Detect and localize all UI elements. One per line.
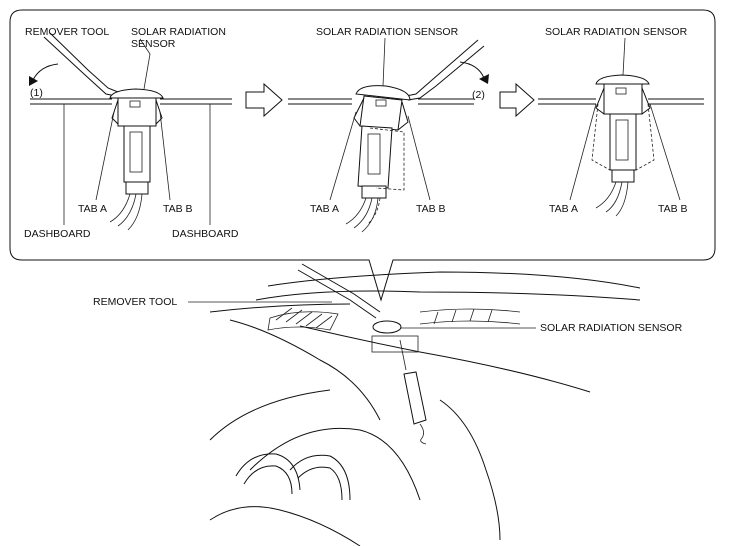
- arrow-head-icon: [479, 74, 489, 84]
- label-remover-tool-top: REMOVER TOOL: [25, 26, 109, 38]
- label-dashboard-left: DASHBOARD: [24, 228, 91, 240]
- panel-step-3: [538, 37, 704, 217]
- label-remover-tool-bottom: REMOVER TOOL: [93, 296, 177, 308]
- label-step-2: (2): [472, 89, 485, 101]
- label-tab-b-3: TAB B: [658, 203, 688, 215]
- label-tab-b-2: TAB B: [416, 203, 446, 215]
- step-arrow-icon-2: [499, 82, 535, 118]
- panel-step-2: [288, 37, 489, 233]
- dashboard-overview: [188, 263, 641, 546]
- label-dashboard-right: DASHBOARD: [172, 228, 239, 240]
- rotate-arrow-icon: [32, 63, 59, 81]
- sensor-location: [372, 320, 402, 334]
- label-sensor-2: SOLAR RADIATION SENSOR: [316, 26, 459, 38]
- label-tab-a-1: TAB A: [78, 203, 107, 215]
- sensor-dome: [109, 88, 164, 99]
- label-tab-a-3: TAB A: [549, 203, 578, 215]
- label-sensor-1-line2: SENSOR: [131, 38, 176, 50]
- label-sensor-bottom: SOLAR RADIATION SENSOR: [540, 322, 683, 334]
- callout-frame: [9, 9, 716, 302]
- step-arrow-icon-1: [245, 82, 283, 118]
- label-sensor-3: SOLAR RADIATION SENSOR: [545, 26, 688, 38]
- label-tab-b-1: TAB B: [163, 203, 193, 215]
- rotate-arrow-icon: [459, 61, 485, 79]
- arrow-head-icon: [29, 76, 38, 86]
- label-sensor-1-line1: SOLAR RADIATION: [131, 26, 226, 38]
- panel-step-1: [29, 32, 232, 231]
- label-tab-a-2: TAB A: [310, 203, 339, 215]
- label-step-1: (1): [30, 87, 43, 99]
